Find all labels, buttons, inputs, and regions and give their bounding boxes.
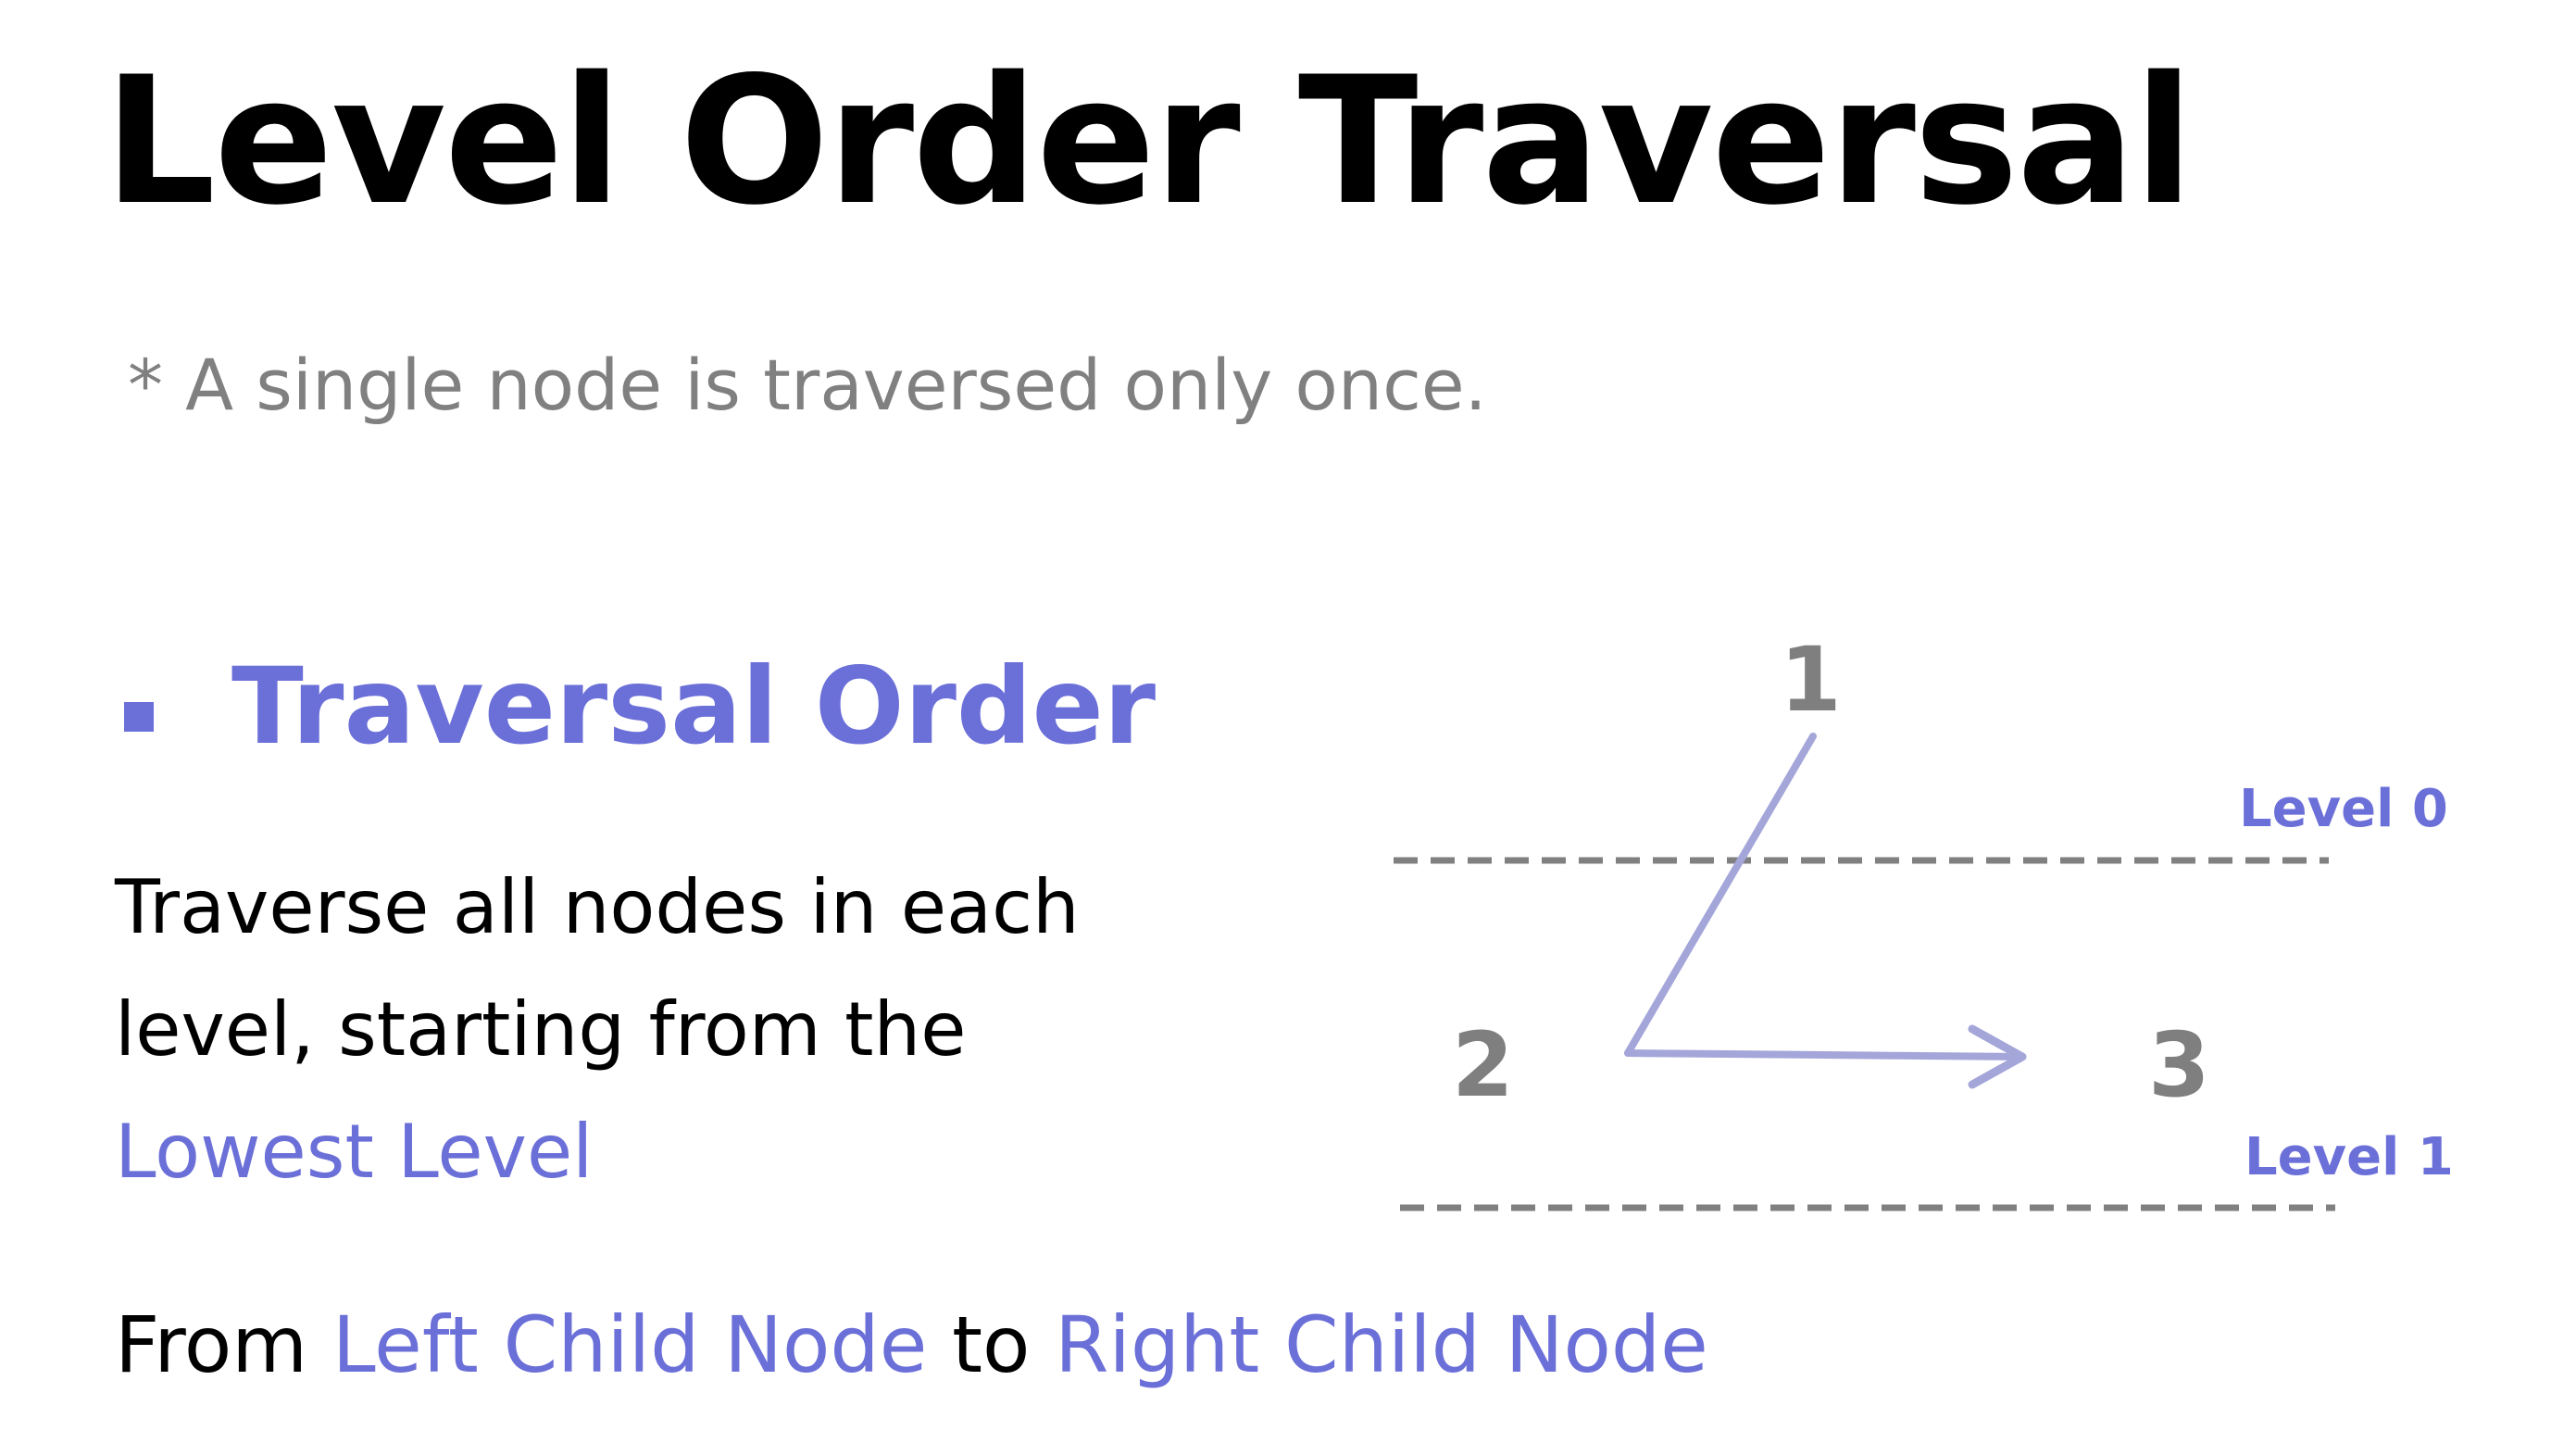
node-2-label: 2 (1452, 1013, 1514, 1117)
bullet-marker (124, 702, 154, 732)
description-line-3: Lowest Level (115, 1109, 594, 1195)
traversal-note: * A single node is traversed only once. (128, 344, 1487, 426)
traversal-path-root-to-left (1624, 733, 1817, 1057)
direction-statement: From Left Child Node to Right Child Node (115, 1306, 1708, 1384)
section-title: Traversal Order (231, 645, 1157, 768)
direction-prefix: From (115, 1299, 332, 1390)
direction-left: Left Child Node (331, 1299, 928, 1390)
node-1-label: 1 (1780, 628, 1842, 732)
arrowhead-icon (1968, 1024, 2027, 1089)
description-line-2: level, starting from the (115, 986, 967, 1073)
node-3-label: 3 (2148, 1013, 2210, 1117)
direction-right: Right Child Node (1055, 1299, 1708, 1390)
page-title: Level Order Traversal (104, 39, 2194, 244)
traversal-path-left-to-right (1624, 1049, 2022, 1060)
level-0-label: Level 0 (2239, 779, 2448, 839)
direction-middle: to (927, 1299, 1056, 1390)
description-line-1: Traverse all nodes in each (115, 864, 1080, 950)
level-1-label: Level 1 (2245, 1127, 2454, 1187)
